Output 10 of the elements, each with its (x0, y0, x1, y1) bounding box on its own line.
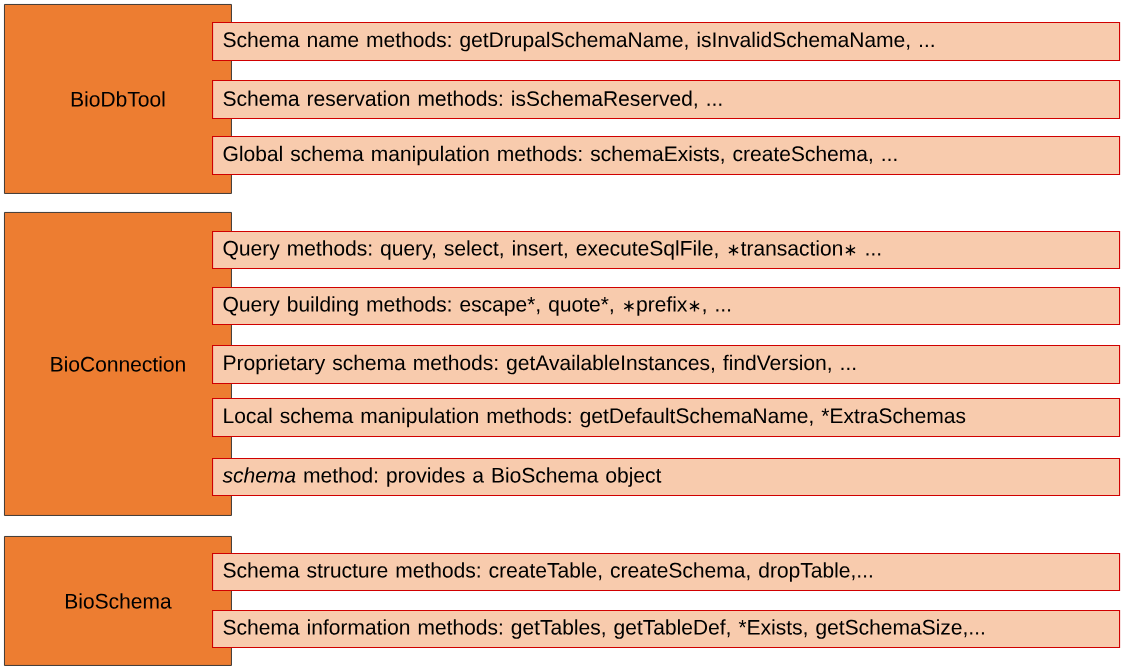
method-bar: Schema name methods: getDrupalSchemaName, isInvalidSchemaName, ... (212, 22, 1121, 62)
method-bar: Proprietary schema methods: getAvailableInstances, findVersion, ... (212, 345, 1121, 385)
method-bar: Global schema manipulation methods: schemaExists, createSchema, ... (212, 136, 1121, 176)
method-bar: Local schema manipulation methods: getDefaultSchemaName, *ExtraSchemas (212, 398, 1121, 438)
method-bar: Schema reservation methods: isSchemaReserved, ... (212, 80, 1121, 120)
method-bar: Schema structure methods: createTable, createSchema, dropTable,... (212, 553, 1121, 592)
method-bar: schema method: provides a BioSchema object (212, 458, 1121, 497)
method-bar: Query building methods: escape*, quote*, ∗prefix∗, ... (212, 287, 1121, 326)
method-bar: Schema information methods: getTables, getTableDef, *Exists, getSchemaSize,... (212, 610, 1121, 649)
method-bar: Query methods: query, select, insert, executeSqlFile, ∗transaction∗ ... (212, 231, 1121, 270)
